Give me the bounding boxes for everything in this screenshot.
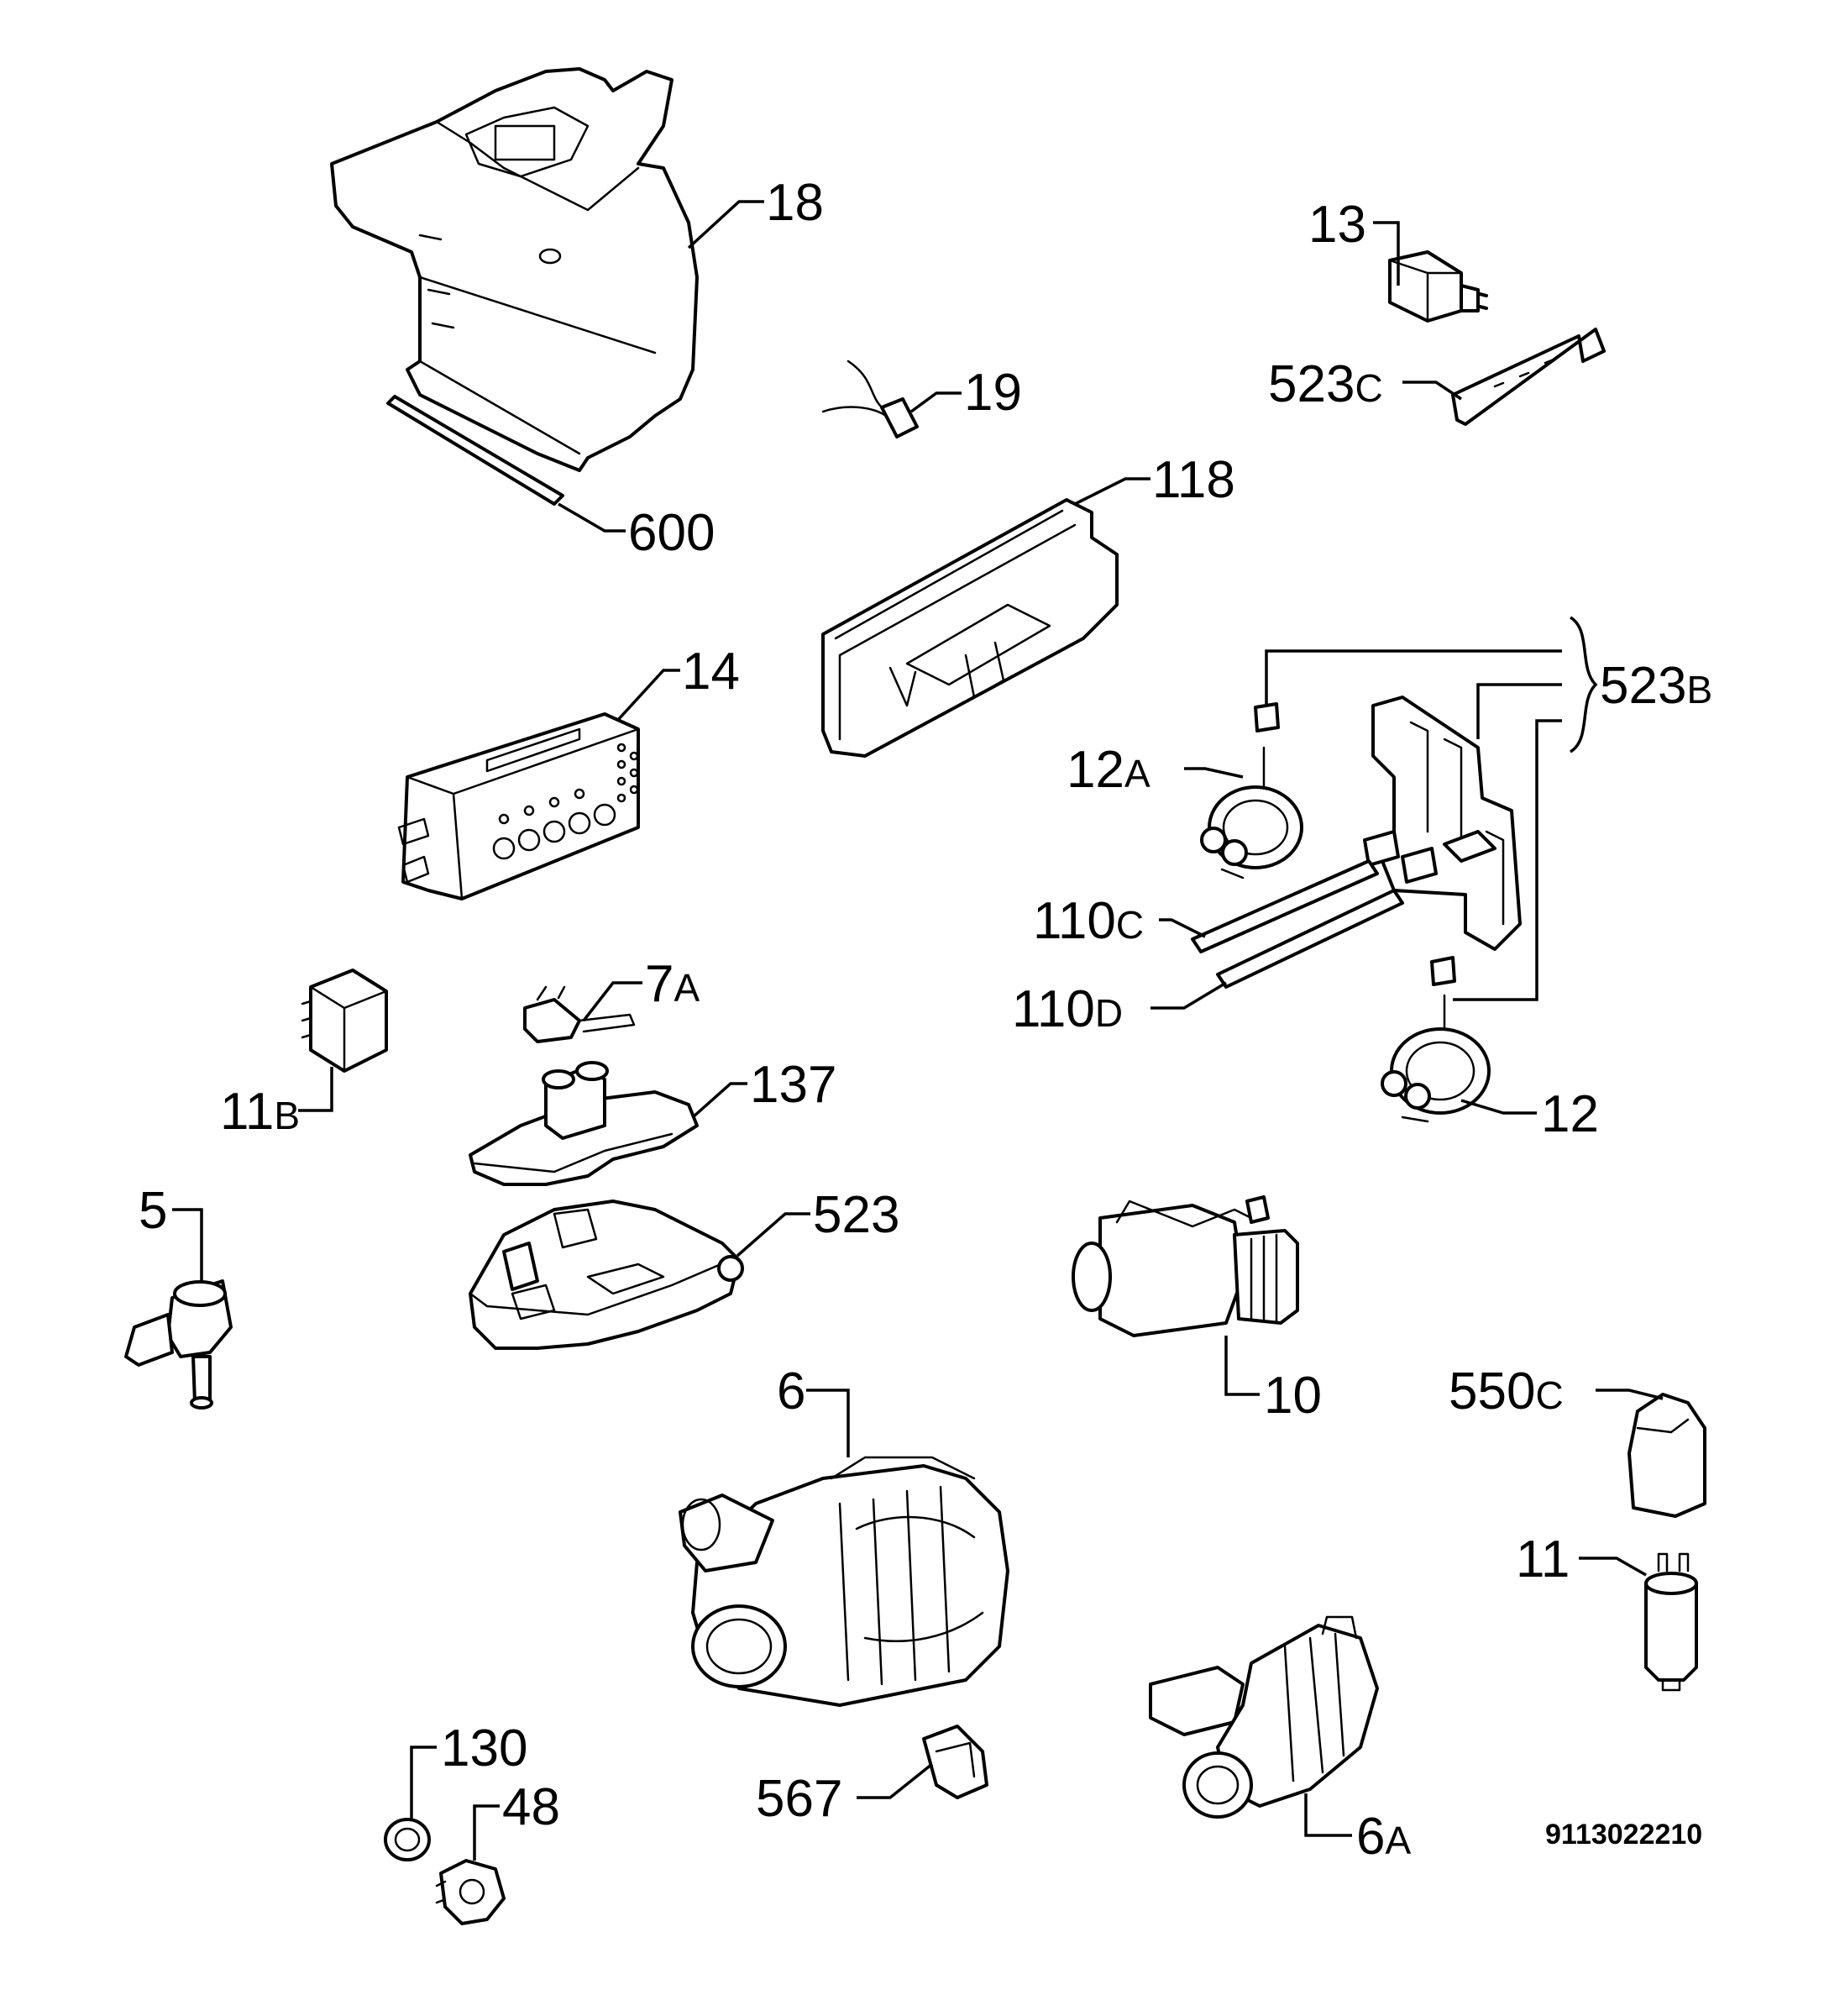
label-523: 523 <box>813 1186 899 1244</box>
part-6a-drawing <box>1149 1615 1379 1819</box>
part-12a-drawing <box>1200 746 1303 879</box>
label-118: 118 <box>1152 451 1235 509</box>
leader-13 <box>1373 221 1400 286</box>
leader-523c <box>1402 381 1462 401</box>
leader-523 <box>736 1212 810 1257</box>
leader-10 <box>1224 1336 1260 1396</box>
part-110c-drawing <box>1191 859 1379 953</box>
leader-523b-mid <box>1476 683 1562 739</box>
label-12a: 12A <box>1067 741 1151 799</box>
label-7a: 7A <box>645 955 700 1013</box>
leader-550c <box>1596 1389 1664 1400</box>
label-11: 11 <box>1516 1530 1570 1588</box>
part-118-drawing <box>821 498 1119 758</box>
part-523b-drawing <box>1363 696 1522 951</box>
leader-523b-brace <box>1569 616 1598 753</box>
part-523-drawing <box>469 1200 744 1350</box>
label-110d: 110D <box>1012 980 1123 1038</box>
part-6-drawing <box>679 1456 1009 1707</box>
leader-110d <box>1151 981 1227 1010</box>
part-567-drawing <box>922 1725 988 1799</box>
label-13: 13 <box>1308 196 1366 254</box>
part-18-drawing <box>330 67 699 472</box>
part-550c-drawing <box>1627 1393 1706 1518</box>
document-number: 9113022210 <box>1545 1819 1702 1851</box>
label-523c: 523C <box>1268 355 1383 413</box>
leader-130 <box>410 1746 437 1821</box>
part-5-drawing <box>124 1279 233 1410</box>
label-6: 6 <box>777 1362 805 1420</box>
label-14: 14 <box>682 643 740 701</box>
part-14-drawing <box>397 712 640 900</box>
label-550c: 550C <box>1449 1362 1564 1420</box>
leader-12a <box>1184 767 1244 779</box>
leader-14 <box>616 669 680 722</box>
leader-12 <box>1460 1099 1537 1115</box>
label-567: 567 <box>756 1770 842 1828</box>
leader-523b-top <box>1265 649 1562 704</box>
label-5: 5 <box>139 1182 167 1240</box>
leader-48 <box>473 1804 500 1861</box>
part-13-drawing <box>1388 250 1488 323</box>
label-11b: 11B <box>220 1083 300 1141</box>
part-11-drawing <box>1644 1552 1698 1692</box>
leader-11 <box>1579 1557 1647 1577</box>
part-19-drawing <box>821 360 919 438</box>
label-130: 130 <box>441 1719 527 1777</box>
leader-5 <box>172 1208 203 1281</box>
leader-6 <box>806 1389 850 1457</box>
label-523b: 523B <box>1600 657 1712 715</box>
part-12-drawing <box>1381 994 1491 1123</box>
leader-7a <box>582 981 642 1022</box>
label-18: 18 <box>766 174 824 232</box>
leader-118 <box>1074 477 1151 506</box>
leader-523b-bot <box>1453 719 1562 1001</box>
leader-19 <box>909 391 962 413</box>
label-10: 10 <box>1264 1367 1322 1425</box>
callout-labels: 18 600 19 13 523C 118 14 523B 12A 110C 1… <box>139 174 1712 1866</box>
part-523c-drawing <box>1451 328 1606 426</box>
leader-6a <box>1304 1793 1352 1837</box>
label-6a: 6A <box>1356 1808 1411 1866</box>
part-11b-drawing <box>301 969 388 1073</box>
part-7a-drawing <box>523 985 636 1043</box>
label-600: 600 <box>628 504 715 562</box>
part-523b-caps <box>1254 702 1456 986</box>
part-48-drawing <box>435 1859 506 1925</box>
part-600-drawing <box>386 395 564 506</box>
leader-18 <box>687 200 764 249</box>
leader-lines <box>172 200 1664 1861</box>
label-110c: 110C <box>1033 892 1144 950</box>
part-137-drawing <box>469 1061 699 1186</box>
label-19: 19 <box>964 364 1022 422</box>
label-137: 137 <box>750 1056 836 1114</box>
label-48: 48 <box>502 1778 560 1836</box>
leader-11b <box>298 1067 333 1112</box>
part-130-drawing <box>384 1818 431 1861</box>
label-12: 12 <box>1541 1085 1599 1143</box>
leader-110c <box>1159 918 1206 938</box>
leader-600 <box>558 502 626 533</box>
part-10-drawing <box>1072 1195 1299 1337</box>
leader-567 <box>857 1762 934 1799</box>
leader-137 <box>691 1082 747 1119</box>
